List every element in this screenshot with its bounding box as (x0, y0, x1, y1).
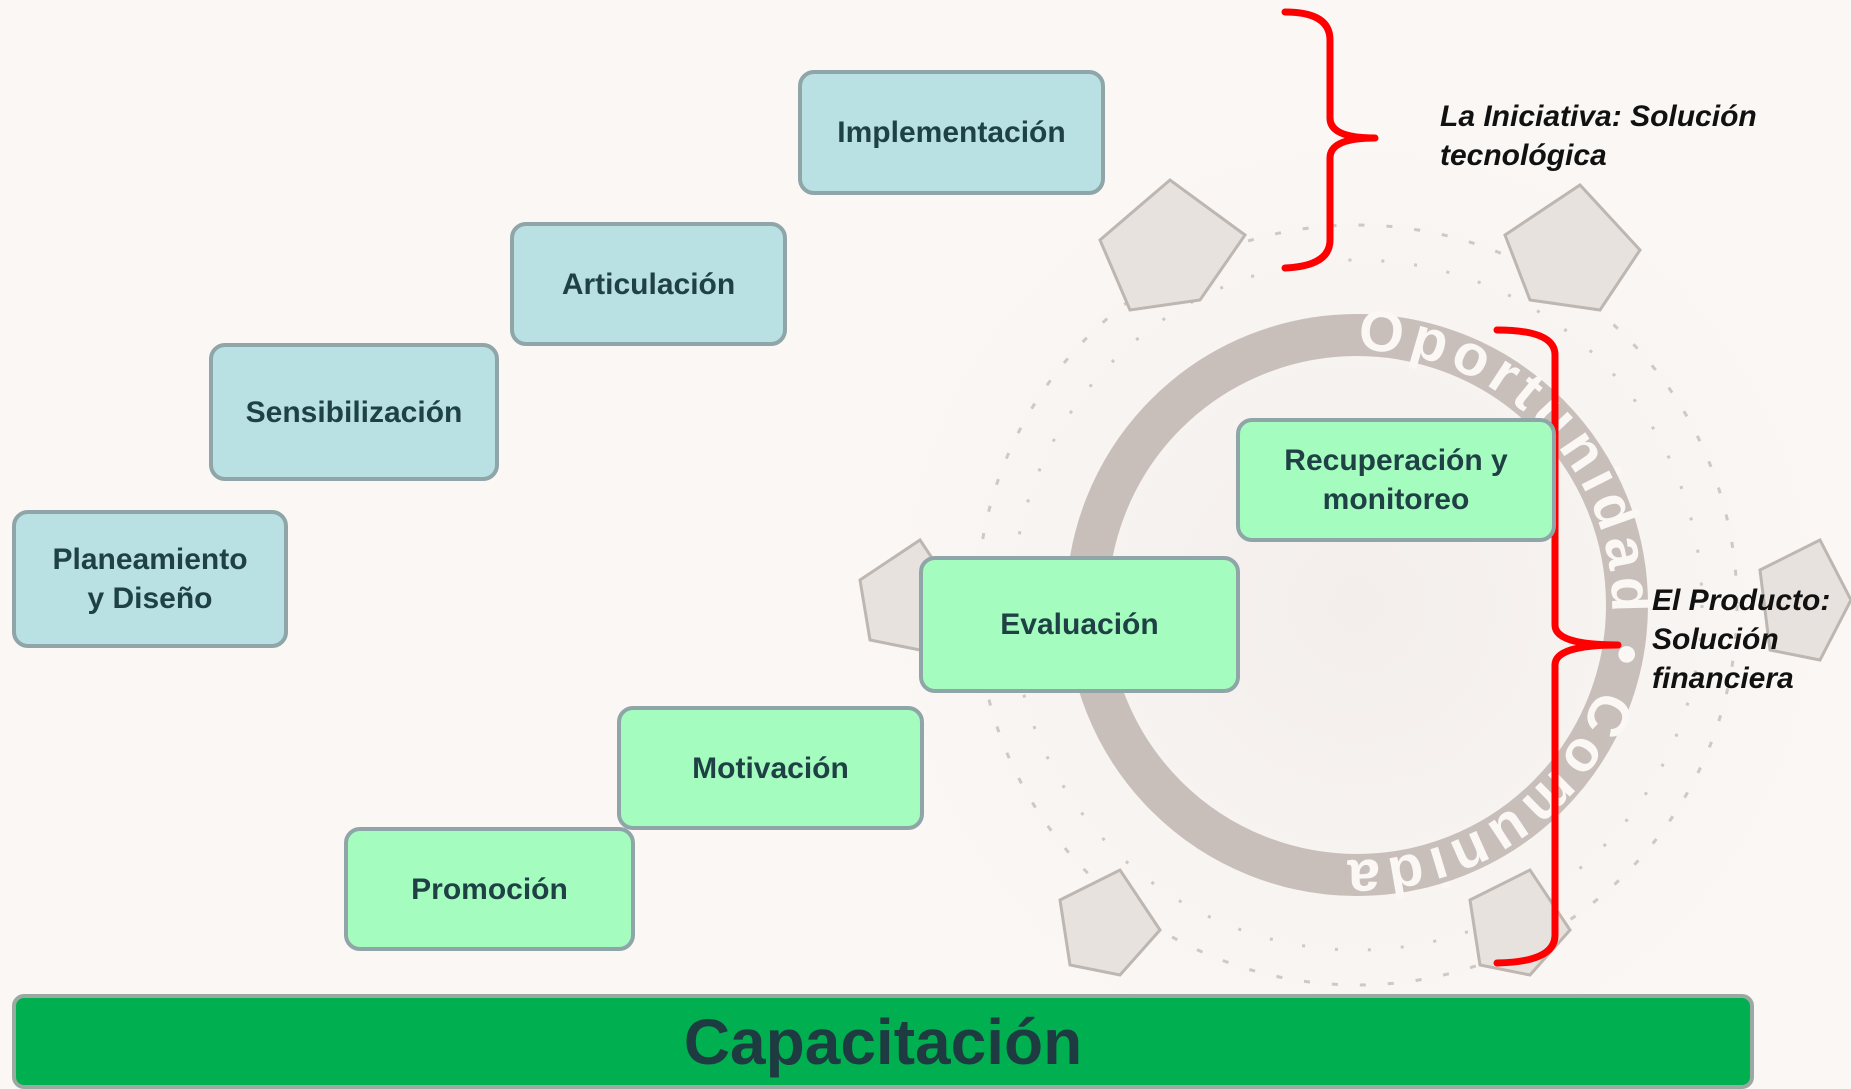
caption-la-iniciativa: La Iniciativa: Solución tecnológica (1440, 100, 1757, 172)
stage-planeamiento-y-diseno: Planeamiento y Diseño (12, 510, 288, 648)
stage-sensibilizacion: Sensibilización (209, 343, 499, 481)
capacitacion-base-bar: Capacitación (12, 994, 1754, 1089)
stage-promocion: Promoción (344, 827, 635, 951)
paper-people-figures (975, 223, 1739, 987)
stage-implementacion: Implementación (798, 70, 1105, 195)
stage-recuperacion-y-monitoreo: Recuperación y monitoreo (1236, 418, 1556, 542)
stage-evaluacion: Evaluación (919, 556, 1240, 693)
stage-motivacion: Motivación (617, 706, 924, 830)
house-icon (858, 178, 1851, 977)
bracket-producto (1493, 326, 1622, 967)
bracket-iniciativa (1281, 8, 1379, 272)
stage-articulacion: Articulación (510, 222, 787, 346)
caption-el-producto: El Producto: Solución financiera (1652, 584, 1831, 695)
